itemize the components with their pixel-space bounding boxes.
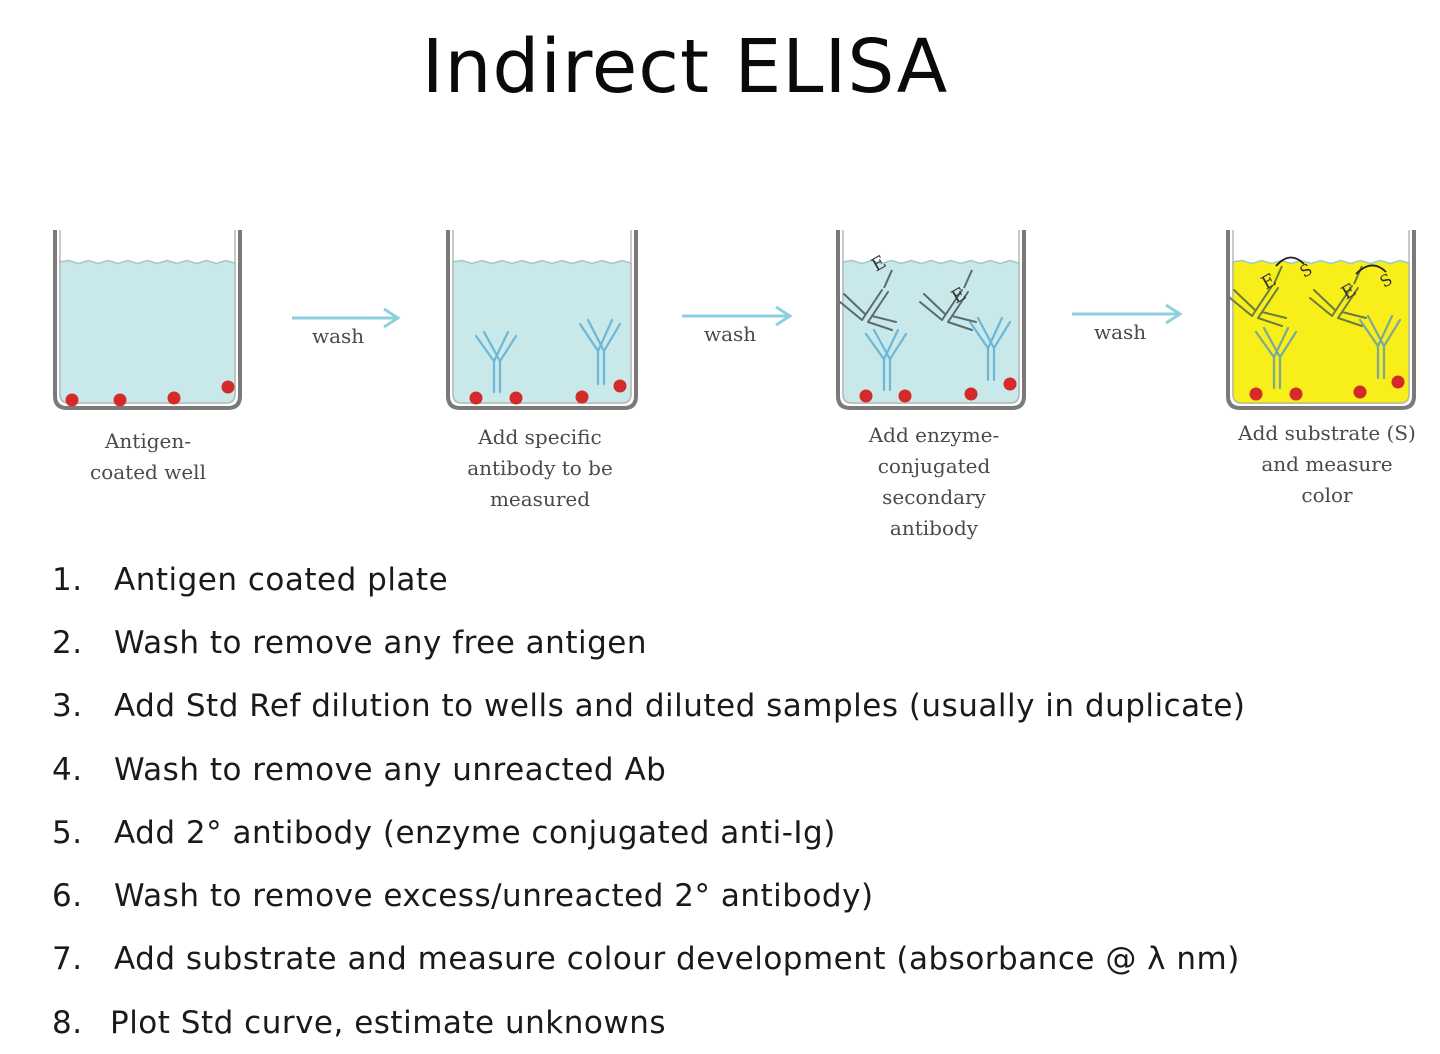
primary-antibody [968, 316, 1012, 382]
primary-antibody [474, 330, 518, 394]
step-number: 7. [52, 941, 83, 978]
antigen-dot [469, 391, 483, 405]
primary-antibody [864, 328, 908, 392]
step-text: Add 2° antibody (enzyme conjugated anti-… [114, 814, 836, 851]
step-item: 3. Add Std Ref dilution to wells and dilu… [52, 675, 1412, 738]
antigen-dot [613, 379, 627, 393]
antigen-dot [113, 393, 127, 407]
well-3-wall [836, 230, 1026, 410]
wash-label-1: wash [312, 324, 365, 348]
step-item: 7. Add substrate and measure colour devel… [52, 928, 1412, 991]
primary-antibody [1358, 314, 1402, 380]
antigen-dot [1289, 387, 1303, 401]
primary-antibody [578, 318, 622, 386]
well-2-surface [451, 259, 633, 265]
wash-arrowhead-2 [775, 305, 793, 327]
well-2-inner-wall [452, 230, 632, 404]
wash-label-2: wash [704, 322, 757, 346]
well-4-surface [1231, 259, 1411, 265]
antigen-dot [509, 391, 523, 405]
step-item: 2. Wash to remove any free antigen [52, 611, 1412, 674]
well-2-wall [446, 230, 638, 410]
primary-antibody [1254, 326, 1298, 390]
step-text: Wash to remove any free antigen [114, 624, 647, 661]
step-text: Wash to remove excess/unreacted 2° antib… [114, 878, 874, 915]
well-1-wall [53, 230, 242, 410]
step-text: Plot Std curve, estimate unknowns [110, 1004, 666, 1041]
secondary-antibody [1229, 285, 1287, 327]
step-number: 5. [52, 814, 83, 851]
antigen-dot [1353, 385, 1367, 399]
well-3-surface [841, 259, 1021, 265]
step-number: 8. [52, 1004, 83, 1041]
well-3-liquid [842, 260, 1020, 404]
antigen-dot [1391, 375, 1405, 389]
antigen-dot [1003, 377, 1017, 391]
reaction-arrow [1355, 264, 1387, 275]
step-text: Wash to remove any unreacted Ab [114, 751, 667, 788]
step-number: 1. [52, 561, 83, 598]
antigen-dot [964, 387, 978, 401]
enzyme-linker [1273, 265, 1283, 285]
enzyme-linker [963, 269, 973, 289]
step-item: 5. Add 2° antibody (enzyme conjugated ant… [52, 801, 1412, 864]
well-2-liquid [452, 260, 632, 404]
well-1-surface [58, 259, 237, 265]
step-item: 4. Wash to remove any unreacted Ab [52, 738, 1412, 801]
step-text: Add Std Ref dilution to wells and dilute… [114, 688, 1246, 725]
antigen-dot [167, 391, 181, 405]
well-4-wall [1226, 230, 1416, 410]
step-number: 3. [52, 688, 83, 725]
enzyme-linker [883, 269, 893, 289]
well-4-label: Add substrate (S) and measure color [1238, 421, 1416, 507]
wash-label-3: wash [1094, 320, 1147, 344]
wash-arrowhead-3 [1165, 303, 1183, 325]
antigen-dot [221, 380, 235, 394]
secondary-antibody [839, 289, 897, 331]
antigen-dot [859, 389, 873, 403]
step-text: Antigen coated plate [114, 561, 449, 598]
well-4-inner-wall [1232, 230, 1410, 404]
step-item: 1. Antigen coated plate [52, 548, 1412, 611]
step-text: Add substrate and measure colour develop… [114, 941, 1240, 978]
well-1-inner-wall [59, 230, 236, 404]
antigen-dot [1249, 387, 1263, 401]
step-item: 6. Wash to remove excess/unreacted 2° ant… [52, 864, 1412, 927]
antigen-dot [575, 390, 589, 404]
well-1-liquid [59, 260, 236, 404]
procedure-steps: 1. Antigen coated plate 2. Wash to remove … [52, 548, 1412, 1054]
wash-arrowhead-1 [383, 307, 401, 329]
well-3-inner-wall [842, 230, 1020, 404]
step-item: 8. Plot Std curve, estimate unknowns [52, 991, 1412, 1054]
well-2-label: Add specific antibody to be measured [467, 425, 613, 511]
antigen-dot [898, 389, 912, 403]
antigen-dot [65, 393, 79, 407]
reaction-arrow [1275, 256, 1305, 267]
page-title: Indirect ELISA [421, 24, 949, 110]
well-4-liquid [1232, 260, 1410, 404]
step-number: 2. [52, 624, 83, 661]
secondary-antibody [1309, 285, 1367, 327]
secondary-antibody [919, 289, 977, 331]
well-1-label: Antigen- coated well [90, 429, 206, 484]
well-3-label: Add enzyme- conjugated secondary antibod… [868, 423, 1000, 540]
step-number: 6. [52, 878, 83, 915]
step-number: 4. [52, 751, 83, 788]
